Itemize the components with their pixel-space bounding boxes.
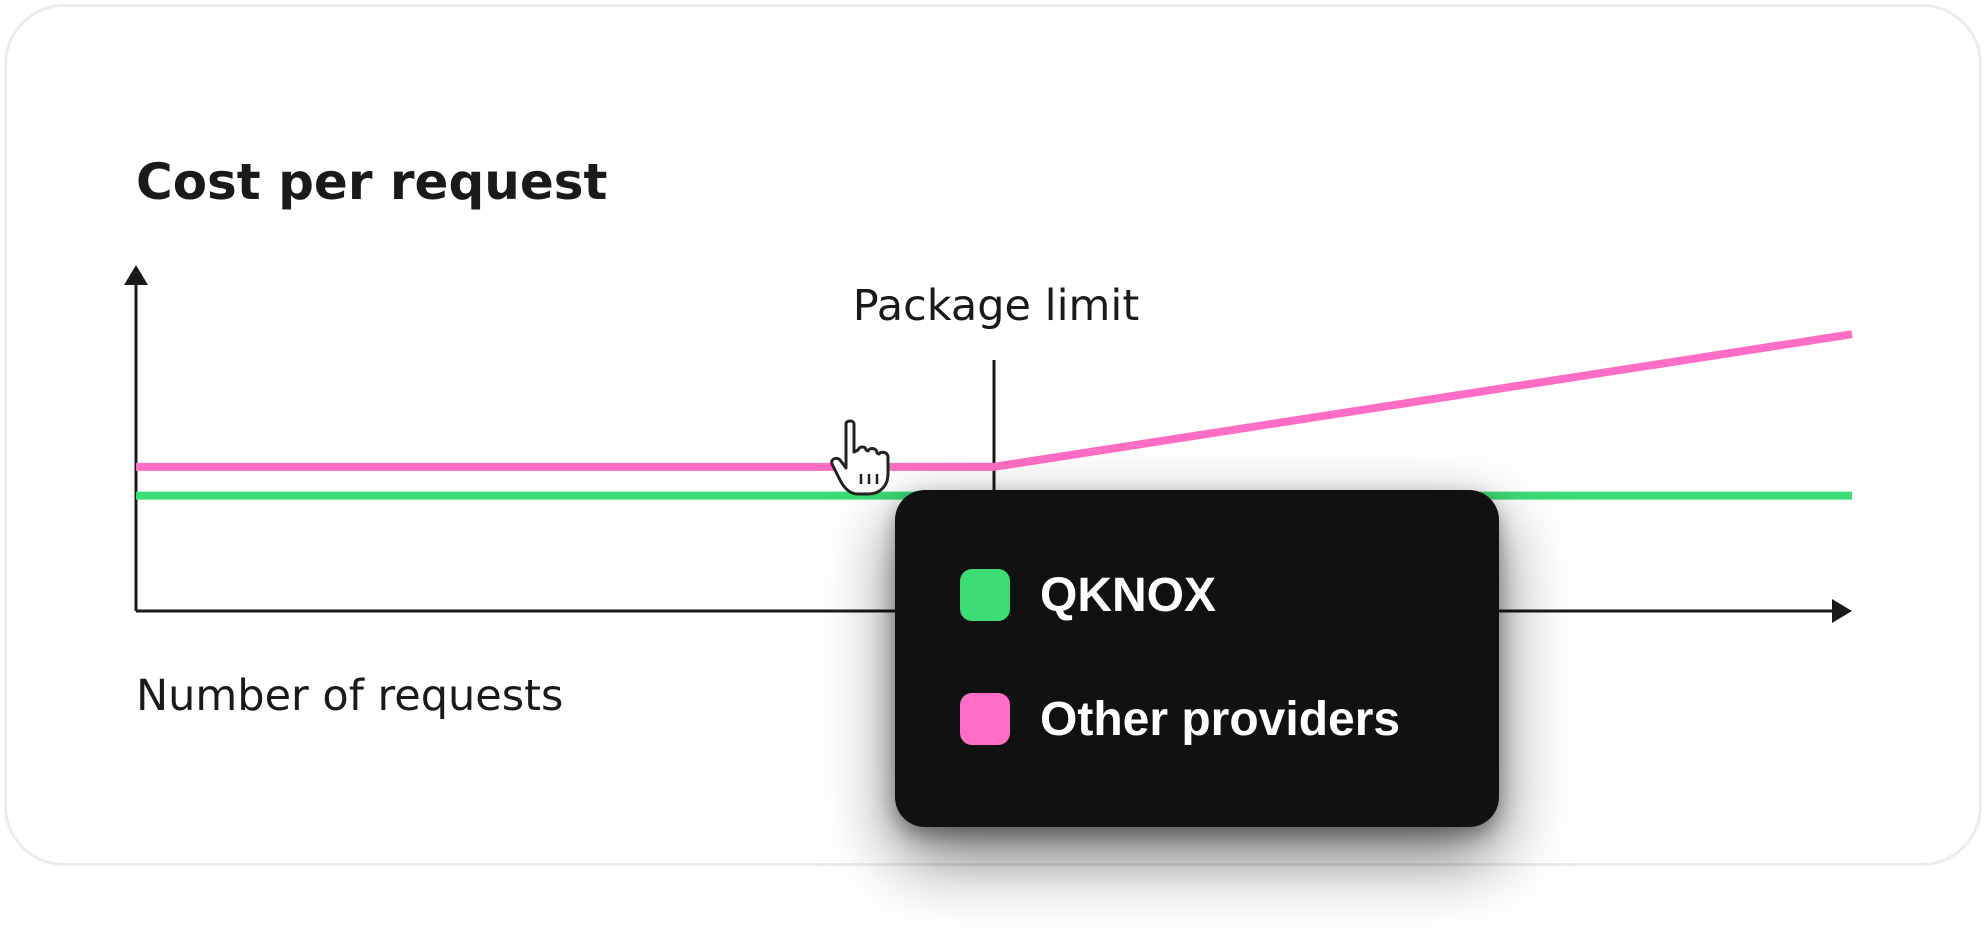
legend-swatch-other-providers: [960, 693, 1010, 745]
x-axis-arrow: [1832, 599, 1852, 623]
package-limit-label: Package limit: [853, 281, 1140, 331]
legend-label-other-providers: Other providers: [1040, 692, 1401, 746]
y-axis-arrow: [124, 265, 148, 285]
legend-item-qknox: QKNOX: [960, 568, 1499, 622]
chart-title: Cost per request: [136, 153, 607, 211]
x-axis-label: Number of requests: [136, 671, 563, 721]
legend-label-qknox: QKNOX: [1040, 568, 1217, 622]
series-line-other-providers: [136, 330, 1853, 471]
legend-tooltip: QKNOX Other providers: [895, 490, 1499, 827]
legend-swatch-qknox: [960, 569, 1010, 621]
legend-item-other-providers: Other providers: [960, 692, 1499, 746]
hand-pointer-icon: [828, 418, 898, 498]
